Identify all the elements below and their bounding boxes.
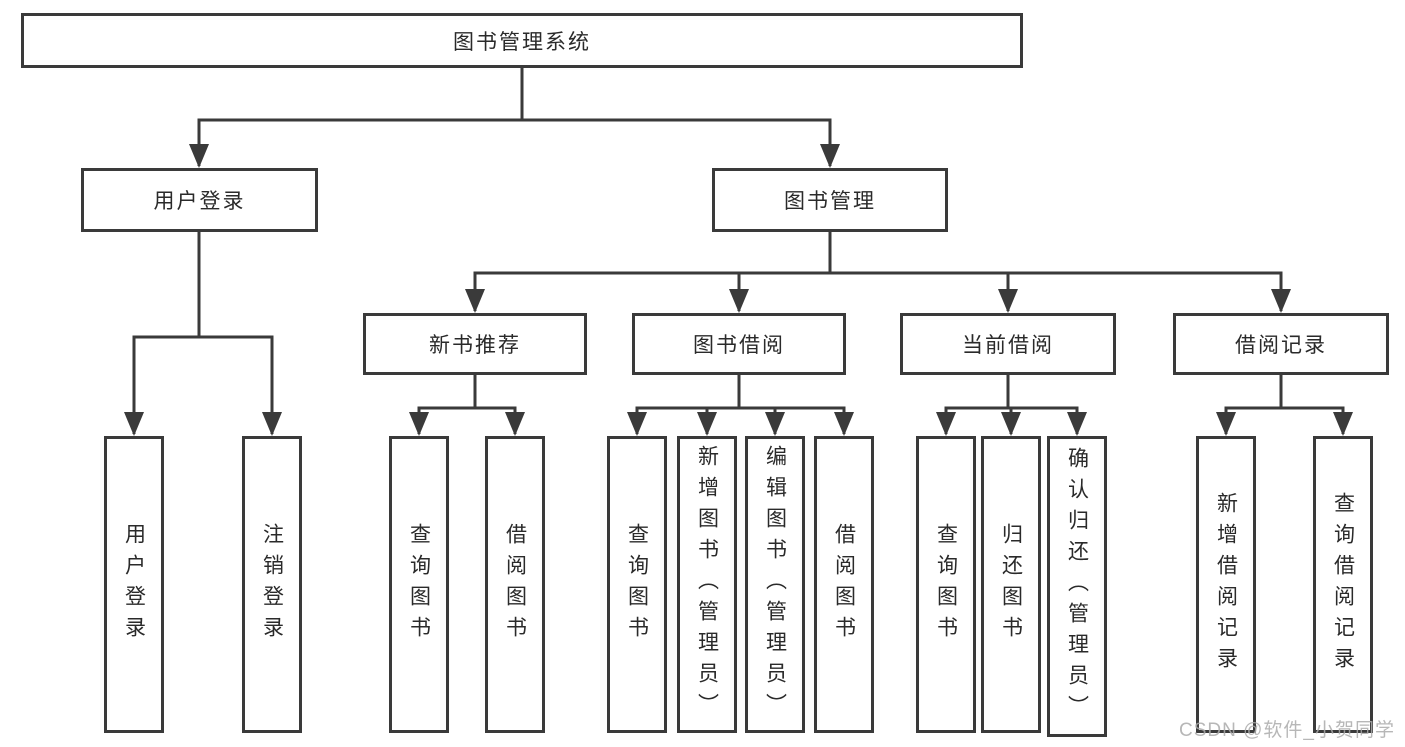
leaf-query-books-recommend: 查询图书: [389, 436, 449, 733]
leaf-add-books-admin: 新增图书（管理员）: [677, 436, 737, 733]
leaf-query-borrow-record: 查询借阅记录: [1313, 436, 1373, 733]
leaf-query-books-borrow: 查询图书: [607, 436, 667, 733]
node-new-book-recommend: 新书推荐: [363, 313, 587, 375]
leaf-user-login: 用户登录: [104, 436, 164, 733]
node-user-login: 用户登录: [81, 168, 318, 232]
connector-new-book-to-leaves: [409, 375, 525, 436]
leaf-borrow-books-recommend: 借阅图书: [485, 436, 545, 733]
connector-book-borrow-to-leaves: [627, 375, 854, 436]
csdn-watermark: CSDN @软件_小贺同学: [1179, 720, 1395, 741]
leaf-return-books: 归还图书: [981, 436, 1041, 733]
leaf-edit-books-admin: 编辑图书（管理员）: [745, 436, 805, 733]
connector-borrow-records-to-leaves: [1216, 375, 1353, 436]
connector-current-borrow-to-leaves: [936, 375, 1087, 436]
leaf-borrow-books: 借阅图书: [814, 436, 874, 733]
connector-user-login-to-leaves: [124, 232, 282, 436]
leaf-logout: 注销登录: [242, 436, 302, 733]
leaf-add-borrow-record: 新增借阅记录: [1196, 436, 1256, 733]
node-book-management: 图书管理: [712, 168, 948, 232]
leaf-query-books-current: 查询图书: [916, 436, 976, 733]
node-book-borrowing: 图书借阅: [632, 313, 846, 375]
connector-book-mgmt-to-level3: [465, 232, 1291, 313]
node-current-borrowing: 当前借阅: [900, 313, 1116, 375]
node-borrowing-records: 借阅记录: [1173, 313, 1389, 375]
node-library-management-system: 图书管理系统: [21, 13, 1023, 68]
connector-root-to-level2: [189, 68, 840, 168]
leaf-confirm-return-admin: 确认归还（管理员）: [1047, 436, 1107, 737]
